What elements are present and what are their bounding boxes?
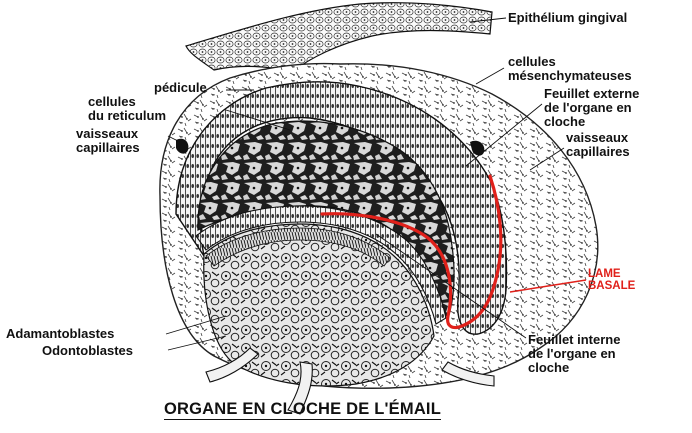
label-capillaries-left-line1: vaisseaux	[76, 126, 139, 141]
label-capillaries-right-line2: capillaires	[566, 144, 630, 159]
label-reticulum-line1: cellules	[88, 94, 136, 109]
gingival-epithelium	[185, 2, 493, 73]
vessel-base-far-left	[205, 347, 259, 383]
capillary-left	[176, 138, 189, 154]
odontoblast-layer	[205, 227, 391, 267]
figure-title: ORGANE EN CLOCHE DE L'ÉMAIL	[164, 400, 441, 420]
label-pedicule: pédicule	[154, 80, 207, 95]
label-outer-layer-line3: cloche	[544, 114, 586, 129]
label-inner-layer-line1: Feuillet interne	[528, 332, 621, 347]
label-capillaries-right-line1: vaisseaux	[566, 130, 629, 145]
label-capillaries-left-line2: capillaires	[76, 140, 140, 155]
leader-lines	[165, 17, 565, 351]
label-odontoblastes: Odontoblastes	[42, 343, 134, 358]
label-adamantoblastes: Adamantoblastes	[6, 326, 115, 341]
label-mesenchymal-line2: mésenchymateuses	[508, 68, 632, 83]
lame-basale-leader	[509, 279, 587, 293]
label-inner-layer-line2: de l'organe en	[528, 346, 616, 361]
lame-basale-line	[320, 174, 503, 330]
label-inner-layer-line3: cloche	[528, 360, 570, 375]
label-reticulum-line2: du reticulum	[88, 108, 167, 123]
label-mesenchymal-line1: cellules	[508, 54, 556, 69]
vessel-base-left	[287, 361, 313, 415]
label-outer-layer-line2: de l'organe en	[544, 100, 632, 115]
label-lame-basale-line2: BASALE	[588, 280, 636, 292]
vessel-base-right	[441, 361, 495, 387]
label-lame-basale-line1: LAME	[588, 268, 621, 280]
label-epithelium-gingival: Epithélium gingival	[508, 10, 628, 25]
label-outer-layer-line1: Feuillet externe	[544, 86, 640, 101]
inner-enamel-epithelium	[195, 205, 447, 325]
capillary-right	[470, 140, 485, 156]
